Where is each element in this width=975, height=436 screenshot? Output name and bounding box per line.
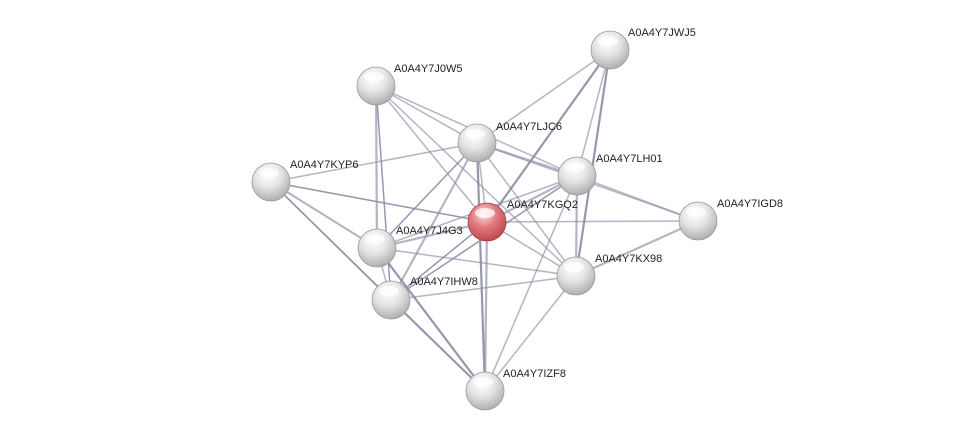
node-highlight — [465, 129, 485, 139]
edge-A0A4Y7LJC6-A0A4Y7J4G3 — [376, 142, 478, 249]
node-highlight — [564, 262, 584, 272]
node-A0A4Y7KGQ2[interactable]: A0A4Y7KGQ2 — [467, 199, 578, 242]
node-label: A0A4Y7LH01 — [596, 153, 663, 165]
edge-A0A4Y7LH01-A0A4Y7IZF8 — [484, 175, 578, 392]
node-highlight — [259, 168, 279, 178]
node-A0A4Y7KYP6[interactable]: A0A4Y7KYP6 — [251, 159, 359, 202]
edge-A0A4Y7JWJ5-A0A4Y7KX98 — [574, 49, 612, 277]
node-label: A0A4Y7J4G3 — [396, 225, 463, 237]
edge-A0A4Y7LJC6-A0A4Y7IZF8 — [475, 142, 487, 392]
node-highlight — [364, 72, 384, 82]
node-label: A0A4Y7KGQ2 — [507, 199, 578, 211]
node-A0A4Y7IGD8[interactable]: A0A4Y7IGD8 — [678, 198, 783, 241]
edge-A0A4Y7IGD8-A0A4Y7KX98 — [575, 219, 699, 278]
node-highlight — [365, 234, 385, 244]
node-highlight — [473, 377, 493, 387]
edge-A0A4Y7KX98-A0A4Y7IHW8 — [390, 275, 577, 301]
node-highlight — [598, 36, 618, 46]
node-highlight — [475, 208, 495, 218]
node-label: A0A4Y7IHW8 — [410, 276, 478, 288]
edge-A0A4Y7J4G3-A0A4Y7KX98 — [376, 247, 577, 277]
edge-A0A4Y7LJC6-A0A4Y7KYP6 — [270, 142, 478, 183]
node-label: A0A4Y7KYP6 — [290, 159, 359, 171]
edge-A0A4Y7IHW8-A0A4Y7IZF8 — [390, 299, 486, 392]
edge-A0A4Y7KGQ2-A0A4Y7JWJ5 — [486, 49, 611, 223]
edge-A0A4Y7KGQ2-A0A4Y7KYP6 — [270, 181, 488, 223]
node-A0A4Y7KX98[interactable]: A0A4Y7KX98 — [556, 253, 662, 296]
edge-A0A4Y7KX98-A0A4Y7IZF8 — [484, 275, 577, 392]
node-A0A4Y7IHW8[interactable]: A0A4Y7IHW8 — [371, 276, 478, 320]
edge-A0A4Y7J4G3-A0A4Y7IZF8 — [376, 247, 486, 392]
edge-A0A4Y7J0W5-A0A4Y7KX98 — [375, 85, 577, 277]
node-highlight — [565, 162, 585, 172]
edge-A0A4Y7JWJ5-A0A4Y7LH01 — [576, 49, 611, 177]
edge-A0A4Y7J0W5-A0A4Y7IHW8 — [375, 85, 392, 301]
node-label: A0A4Y7IGD8 — [717, 198, 783, 210]
node-A0A4Y7LH01[interactable]: A0A4Y7LH01 — [557, 153, 663, 196]
node-A0A4Y7J0W5[interactable]: A0A4Y7J0W5 — [356, 63, 462, 106]
edge-A0A4Y7LH01-A0A4Y7IGD8 — [576, 175, 699, 222]
edge-A0A4Y7KGQ2-A0A4Y7IZF8 — [483, 221, 489, 392]
node-highlight — [686, 207, 706, 217]
node-A0A4Y7JWJ5[interactable]: A0A4Y7JWJ5 — [590, 27, 696, 70]
edge-A0A4Y7JWJ5-A0A4Y7LJC6 — [476, 49, 611, 144]
edge-A0A4Y7KGQ2-A0A4Y7J0W5 — [375, 85, 488, 223]
node-A0A4Y7IZF8[interactable]: A0A4Y7IZF8 — [465, 368, 566, 411]
node-label: A0A4Y7JWJ5 — [628, 27, 696, 39]
node-A0A4Y7J4G3[interactable]: A0A4Y7J4G3 — [357, 225, 463, 268]
node-label: A0A4Y7J0W5 — [394, 63, 462, 75]
node-label: A0A4Y7IZF8 — [503, 368, 566, 380]
edge-A0A4Y7KYP6-A0A4Y7J4G3 — [270, 181, 378, 249]
node-highlight — [379, 286, 399, 296]
edge-A0A4Y7J0W5-A0A4Y7J4G3 — [374, 85, 379, 249]
node-layer: A0A4Y7KGQ2 A0A4Y7JWJ5A0A4Y7J0W5A0A4Y7LJC6… — [251, 27, 783, 411]
node-A0A4Y7LJC6[interactable]: A0A4Y7LJC6 — [457, 121, 562, 163]
node-label: A0A4Y7LJC6 — [496, 121, 562, 133]
edge-A0A4Y7KGQ2-A0A4Y7IGD8 — [486, 220, 699, 223]
node-label: A0A4Y7KX98 — [595, 253, 662, 265]
edge-A0A4Y7LJC6-A0A4Y7IHW8 — [390, 142, 478, 301]
